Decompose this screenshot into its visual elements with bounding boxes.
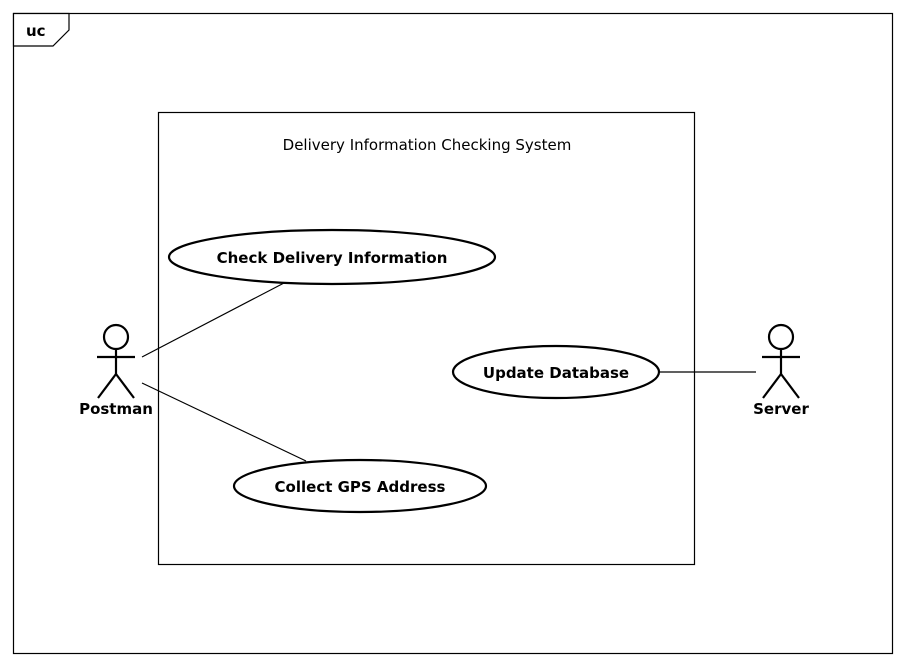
system-title: Delivery Information Checking System: [283, 136, 572, 154]
actor-postman[interactable]: Postman: [79, 323, 153, 418]
actor-postman-label: Postman: [79, 400, 153, 418]
frame-tag: uc: [12, 12, 70, 47]
stick-figure-icon: [762, 323, 800, 399]
usecase-check-delivery-label: Check Delivery Information: [217, 249, 448, 267]
association-postman-check: [141, 282, 285, 358]
actor-server[interactable]: Server: [753, 323, 809, 418]
frame-tag-label: uc: [26, 22, 46, 40]
usecase-update-database-label: Update Database: [483, 364, 629, 382]
usecase-collect-gps-label: Collect GPS Address: [275, 478, 446, 496]
usecase-update-database[interactable]: Update Database: [451, 344, 661, 400]
usecase-collect-gps-address[interactable]: Collect GPS Address: [232, 458, 488, 514]
actor-server-label: Server: [753, 400, 809, 418]
stick-figure-icon: [97, 323, 135, 399]
usecase-check-delivery-information[interactable]: Check Delivery Information: [167, 228, 497, 286]
association-postman-collect: [141, 382, 307, 462]
